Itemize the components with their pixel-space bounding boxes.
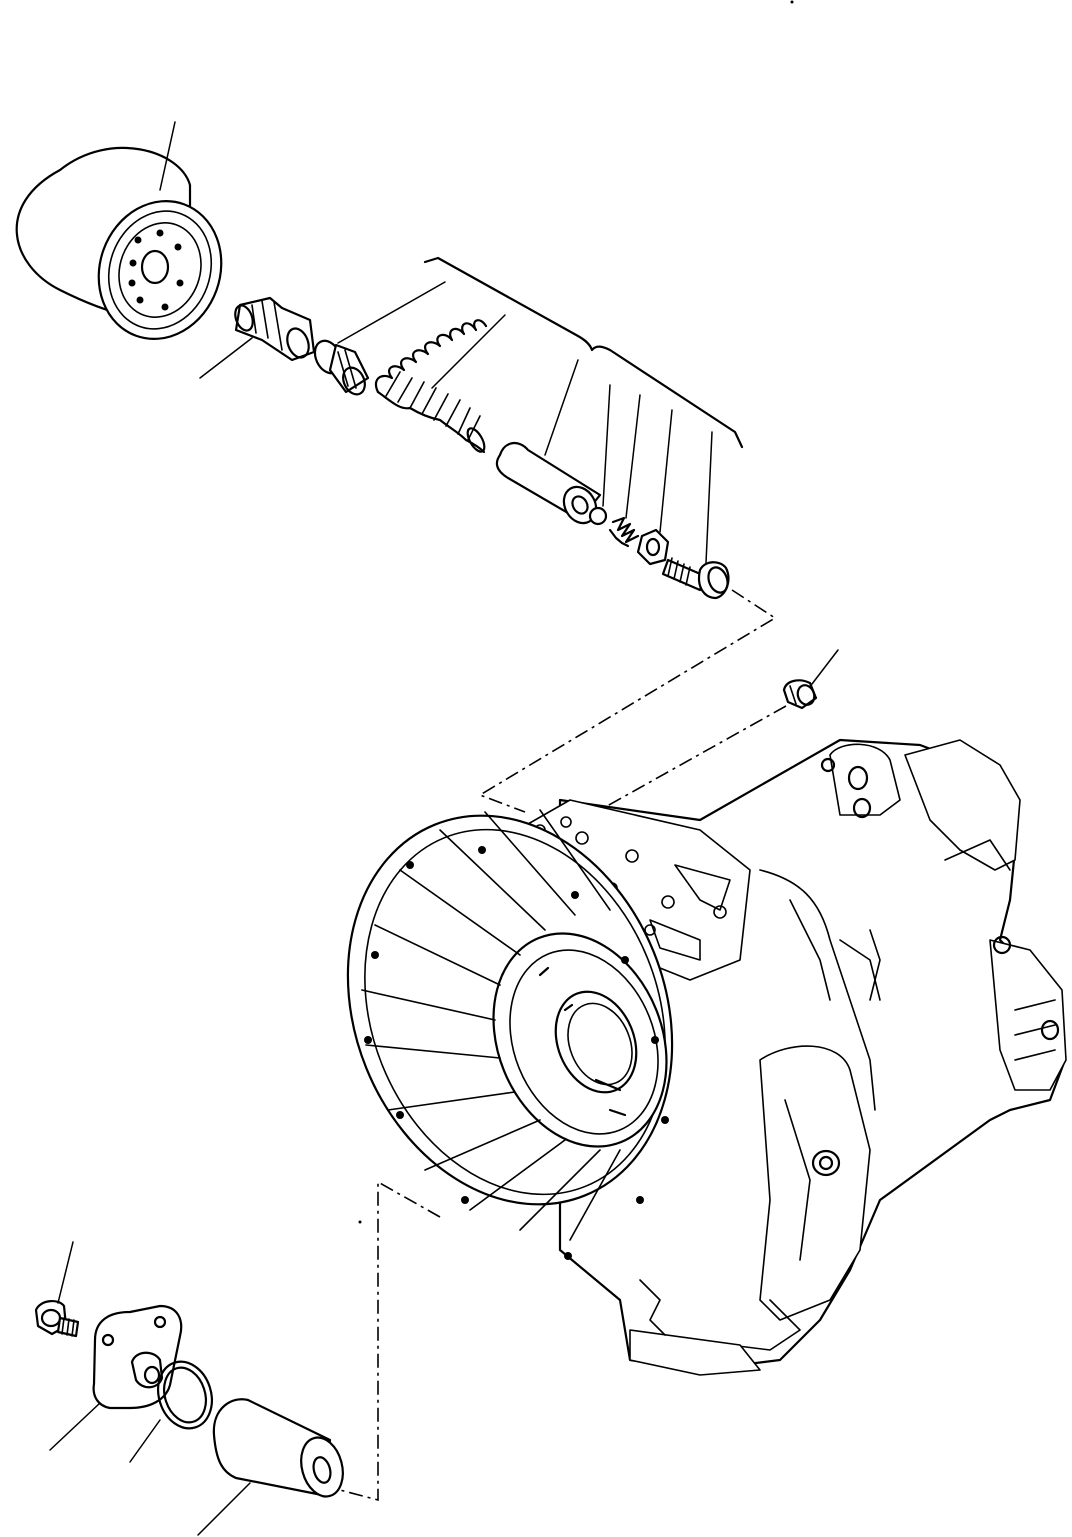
nut [636, 528, 670, 566]
oil-filter [15, 146, 223, 341]
piston [495, 442, 602, 525]
transmission-housing [346, 738, 1067, 1376]
strainer-sleeve [212, 1398, 344, 1498]
valve-kit-bracket [423, 256, 744, 449]
small-spring [608, 516, 640, 548]
ball [588, 506, 608, 526]
adjusting-screw [661, 557, 730, 600]
bolt [34, 1300, 80, 1338]
assembly-line-plug [599, 705, 787, 811]
oil-filter-leader [159, 121, 176, 191]
cover-plate [92, 1304, 183, 1410]
assembly-line-valve [478, 589, 777, 813]
adapter-fitting-leader [199, 337, 253, 379]
valve-spring [374, 319, 488, 454]
valve-spool [313, 339, 370, 396]
filter-adapter-fitting [234, 296, 316, 362]
o-ring [157, 1360, 213, 1430]
assembly-line-strainer [339, 1180, 441, 1502]
plug [782, 679, 818, 710]
